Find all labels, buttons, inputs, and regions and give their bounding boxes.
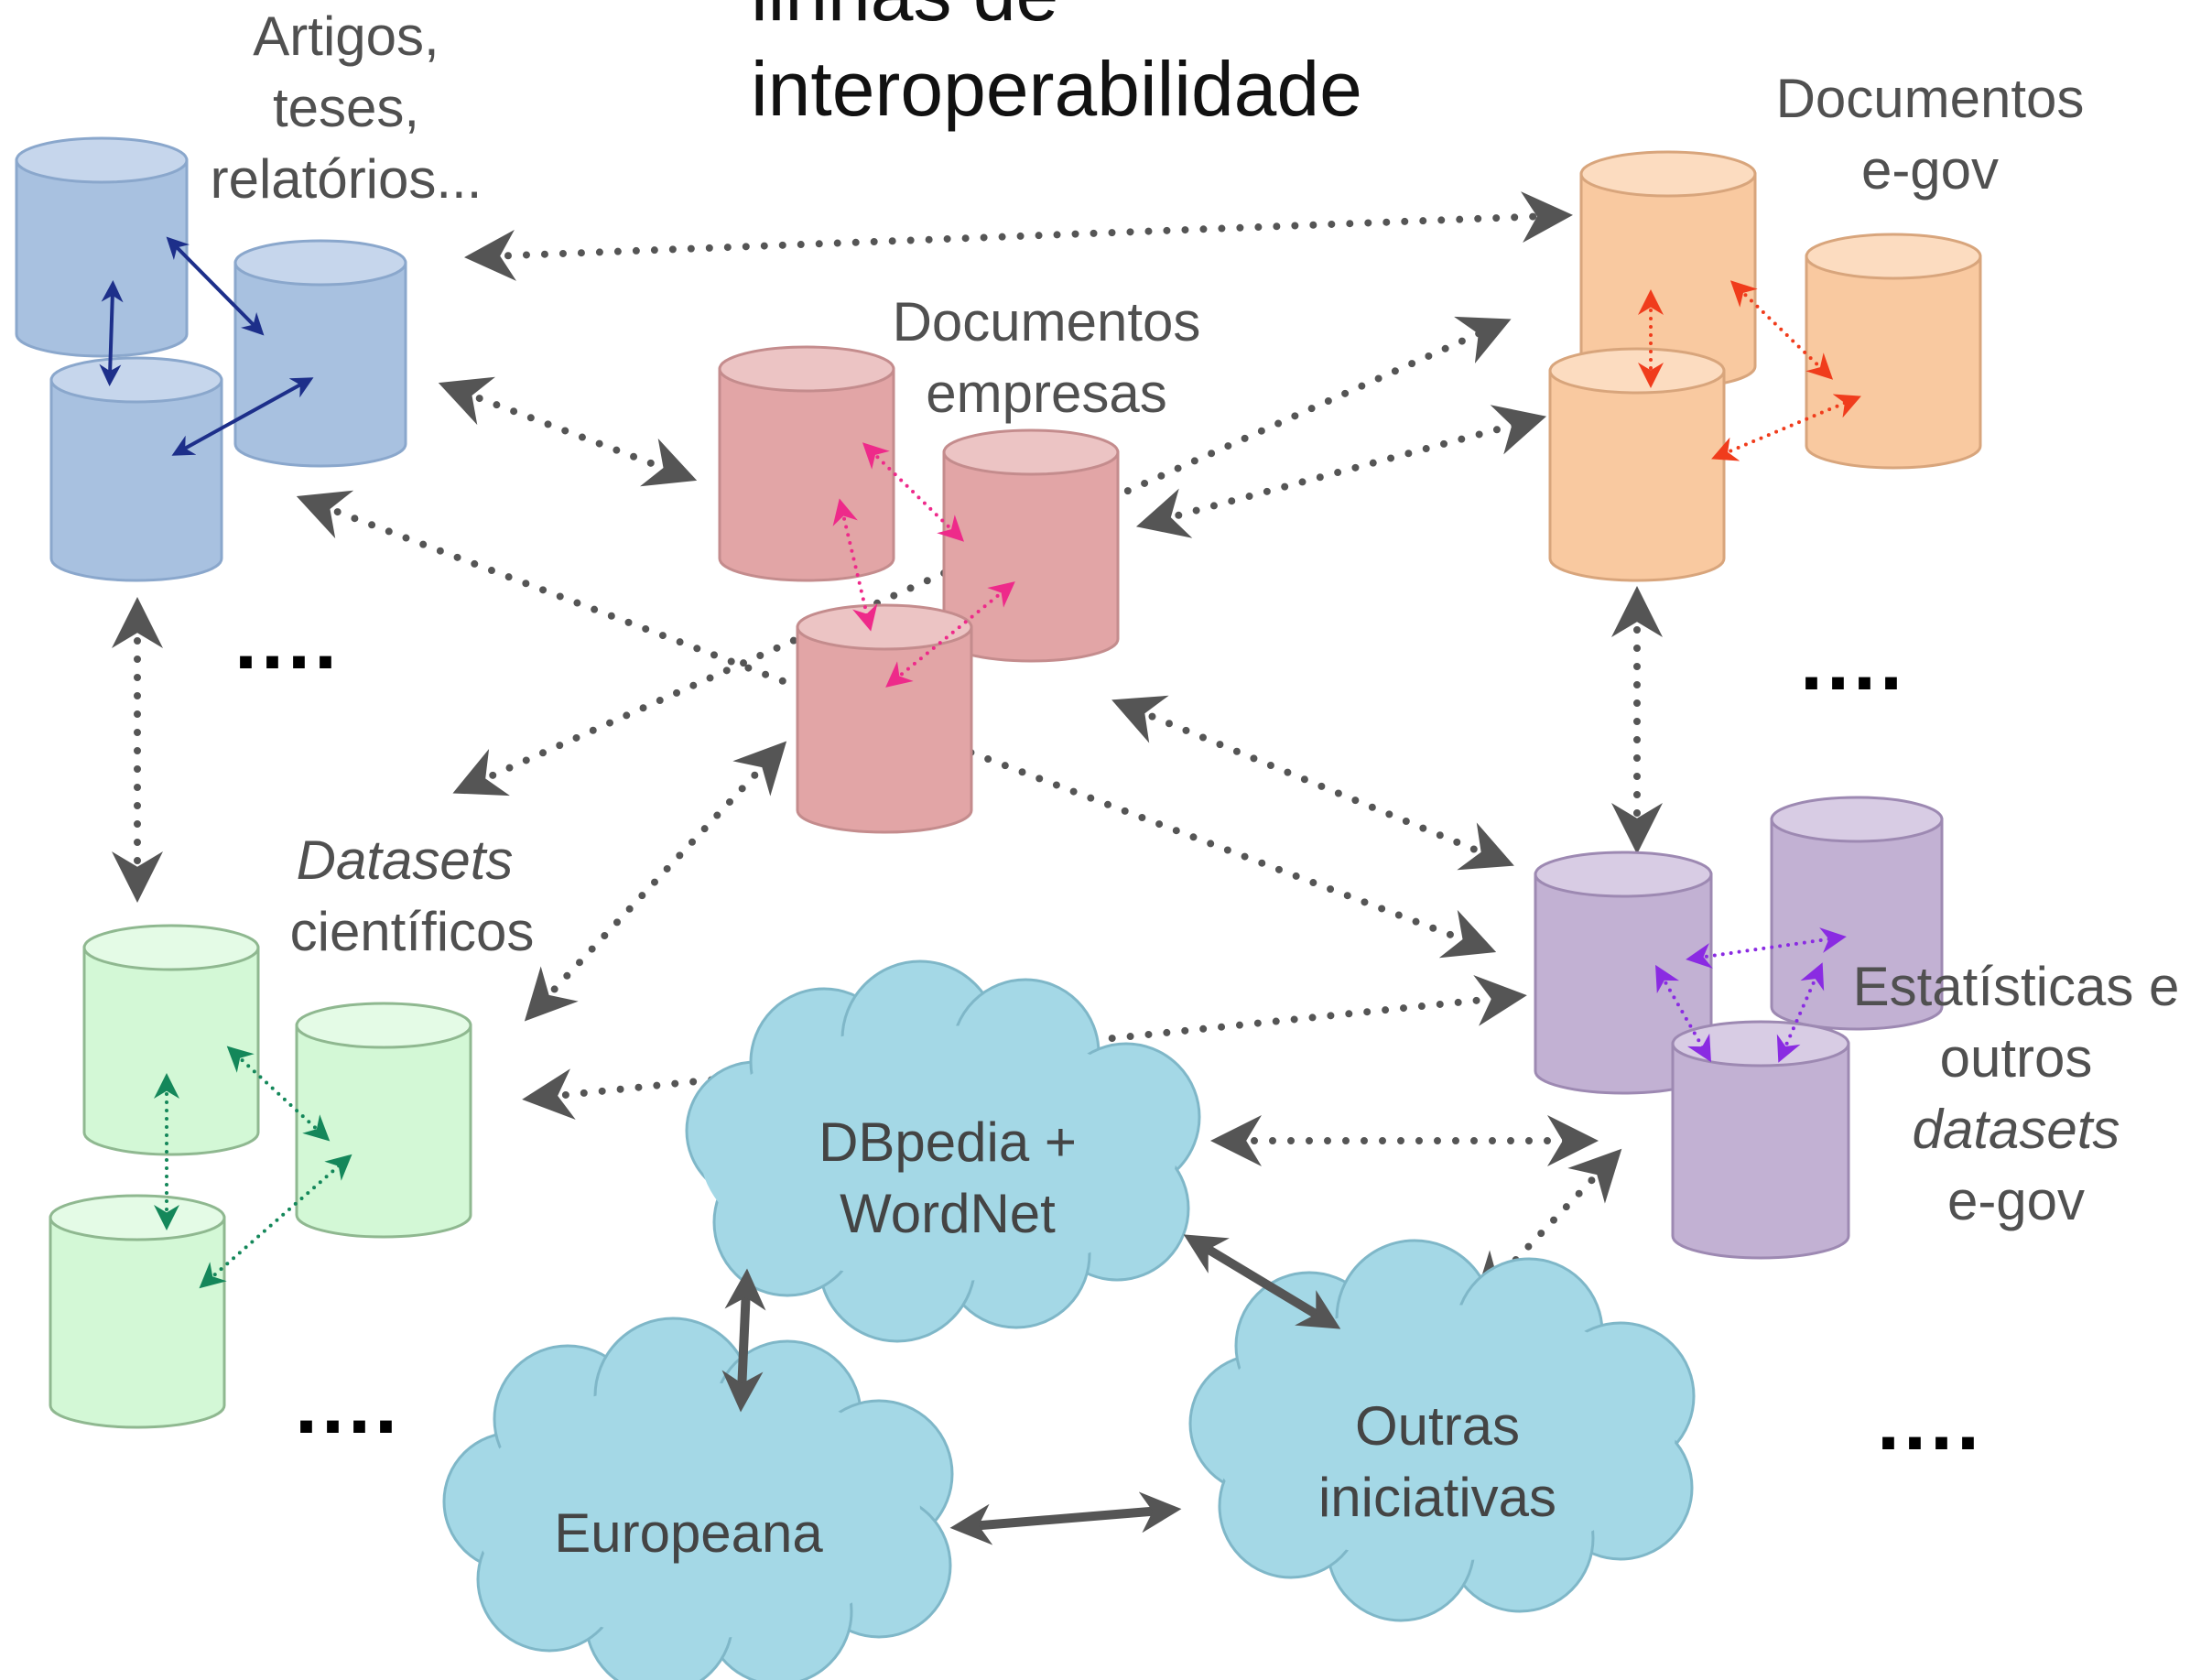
europeana-label-text: Europeana: [554, 1502, 823, 1564]
egov-label: Documentos e-gov: [1776, 68, 2085, 201]
database-cylinder-icon: [718, 345, 895, 582]
cloud-links: [721, 1234, 1341, 1545]
dbpedia-label: DBpedia + WordNet: [819, 1111, 1077, 1244]
egov-label-line-1: Documentos: [1776, 68, 2085, 129]
artigos-label-line-2: teses,: [273, 77, 419, 138]
empresas-internal-link: [885, 581, 1015, 688]
egov-internal-link: [1729, 280, 1834, 380]
egov-database-group: [1548, 150, 1982, 582]
cloud-europeana: [442, 1317, 954, 1680]
link-artigos-estatisticas: [296, 490, 1497, 959]
ellipsis-cientificos: ....: [295, 1360, 401, 1451]
database-cylinder-icon: [82, 924, 260, 1156]
empresas-label-line-1: Documentos: [893, 291, 1201, 352]
estatisticas-label-line-3: datasets: [1913, 1099, 2120, 1160]
database-cylinder-icon: [49, 356, 223, 582]
cientificos-database-group: [49, 924, 472, 1429]
diagram-title: linhas de interoperabilidade: [751, 0, 1362, 132]
database-cylinder-icon: [1579, 150, 1757, 390]
artigos-internal-link: [166, 236, 265, 336]
artigos-database-group: [15, 136, 407, 582]
cloud-outras: [1188, 1239, 1696, 1622]
outras-label: Outras iniciativas: [1318, 1395, 1556, 1528]
artigos-label: Artigos, teses, relatórios...: [211, 5, 482, 210]
database-cylinder-icon: [295, 1002, 472, 1239]
link-artigos-empresas: [438, 376, 698, 487]
estatisticas-label-line-4: e-gov: [1947, 1170, 2085, 1231]
artigos-label-line-3: relatórios...: [211, 148, 482, 210]
database-cylinder-icon: [1548, 347, 1726, 582]
title-line-2: interoperabilidade: [751, 46, 1362, 132]
estatisticas-internal-link: [1686, 927, 1847, 969]
estatisticas-internal-link: [1776, 962, 1825, 1063]
database-cylinder-icon: [1671, 1020, 1850, 1260]
europeana-label: Europeana: [554, 1502, 823, 1564]
empresas-label-line-2: empresas: [926, 363, 1166, 424]
link-europeana-outras: [949, 1491, 1182, 1545]
database-cylinder-icon: [1805, 233, 1982, 470]
empresas-label: Documentos empresas: [893, 291, 1201, 424]
estatisticas-database-group: [1534, 796, 1944, 1260]
egov-label-line-2: e-gov: [1861, 139, 1999, 201]
outras-label-line-1: Outras: [1355, 1395, 1520, 1457]
link-dbpedia-europeana: [721, 1268, 766, 1413]
link-dbpedia-outras: [1183, 1234, 1341, 1329]
database-cylinder-icon: [15, 136, 189, 358]
empresas-internal-link: [862, 442, 965, 542]
estatisticas-label: Estatísticas e outros datasets e-gov: [1853, 956, 2180, 1231]
estatisticas-label-line-1: Estatísticas e: [1853, 956, 2180, 1017]
cientificos-internal-link: [226, 1046, 331, 1142]
database-cylinder-icon: [233, 239, 407, 468]
cloud-dbpedia: [685, 959, 1201, 1343]
artigos-label-line-1: Artigos,: [253, 5, 439, 67]
egov-internal-link: [1711, 394, 1861, 461]
database-cylinder-icon: [49, 1194, 226, 1429]
ellipsis-egov: ....: [1800, 616, 1906, 708]
cientificos-internal-link: [199, 1154, 352, 1289]
ellipsis-estatisticas: ....: [1877, 1376, 1983, 1468]
link-empresas-egov: [1135, 405, 1547, 538]
estatisticas-label-line-2: outros: [1940, 1027, 2093, 1089]
cientificos-label-line-1: Datasets: [297, 829, 514, 891]
database-cylinder-icon: [796, 603, 973, 834]
cientificos-label-line-2: científicos: [290, 901, 535, 962]
title-line-1: linhas de: [751, 0, 1058, 37]
link-artigos-egov: [464, 191, 1573, 281]
cientificos-label: Datasets científicos: [290, 829, 535, 962]
link-cientificos-egov: [452, 316, 1512, 797]
artigos-internal-link: [171, 377, 314, 456]
dbpedia-label-line-1: DBpedia +: [819, 1111, 1077, 1173]
link-empresas-estatisticas: [1111, 695, 1514, 871]
artigos-internal-link: [99, 280, 124, 386]
ellipsis-artigos: ....: [234, 595, 341, 687]
ellipsis-markers: .... .... .... ....: [234, 595, 1983, 1468]
empresas-database-group: [718, 345, 1120, 834]
dbpedia-label-line-2: WordNet: [840, 1183, 1056, 1244]
link-cientificos-empresas: [524, 741, 787, 1022]
outras-label-line-2: iniciativas: [1318, 1467, 1556, 1528]
